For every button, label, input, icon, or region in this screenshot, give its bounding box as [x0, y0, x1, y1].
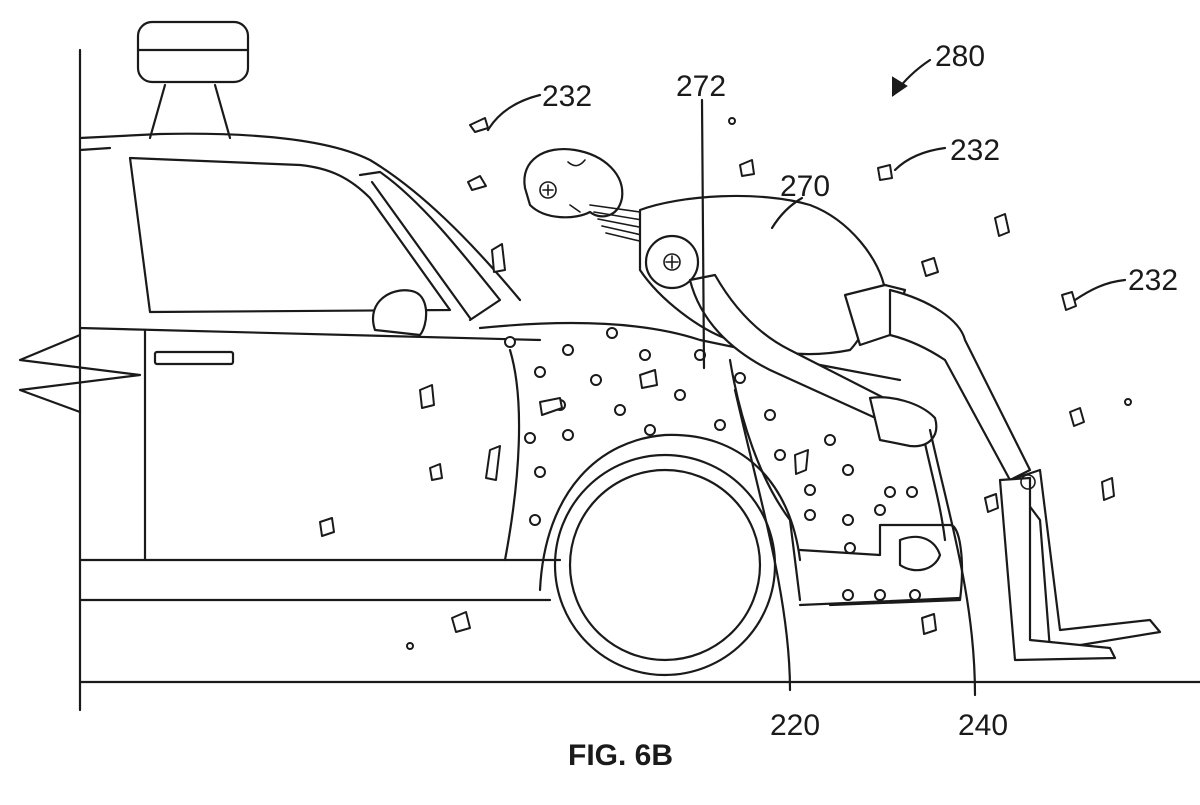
vehicle	[78, 132, 964, 677]
ref-280-label: 280	[935, 40, 985, 73]
ref-220-label: 220	[770, 709, 820, 742]
leader-lines	[486, 58, 1127, 697]
ref-240-label: 240	[958, 709, 1008, 742]
ref-232-label-a: 232	[542, 80, 592, 113]
adhesive-dots	[504, 327, 921, 601]
ref-232-label-b: 232	[950, 134, 1000, 167]
figure-caption: FIG. 6B	[568, 739, 673, 772]
roof-sensor	[136, 20, 250, 140]
pedestrian-dummy	[523, 147, 1162, 662]
ref-232-label-c: 232	[1128, 264, 1178, 297]
break-symbol	[18, 333, 142, 414]
ref-270-label: 270	[780, 170, 830, 203]
ref-272-label: 272	[676, 70, 726, 103]
